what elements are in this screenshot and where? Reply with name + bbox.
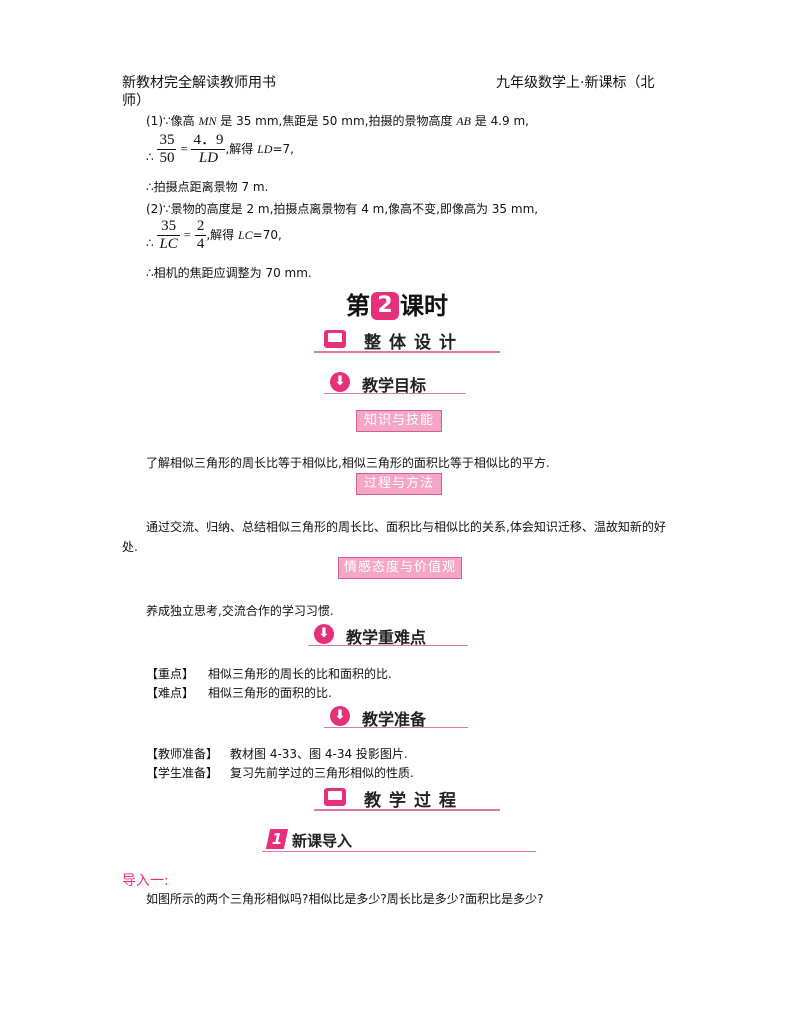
solution-line-3: ∴拍摄点距离景物 7 m. <box>146 180 269 194</box>
monitor-icon <box>324 330 346 348</box>
monitor-icon <box>324 788 346 806</box>
intro-text: 如图所示的两个三角形相似吗?相似比是多少?周长比是多少?面积比是多少? <box>146 892 544 906</box>
prep-student-row: 【学生准备】复习先前学过的三角形相似的性质. <box>146 766 414 780</box>
goal-knowledge-text: 了解相似三角形的周长比等于相似比,相似三角形的面积比等于相似比的平方. <box>146 456 550 470</box>
sub-underline <box>324 393 466 394</box>
section-underline <box>314 351 500 353</box>
tag-knowledge: 知识与技能 <box>356 410 442 432</box>
section-overall-title: 整体设计 <box>364 333 464 353</box>
tag-emotion: 情感态度与价值观 <box>338 557 462 579</box>
goal-method-text-1: 通过交流、归纳、总结相似三角形的周长比、面积比与相似比的关系,体会知识迁移、温故… <box>146 520 666 534</box>
step-number-badge: 1 <box>265 829 289 849</box>
section-key-title: 教学重难点 <box>346 628 427 647</box>
down-arrow-icon: ⬇ <box>314 624 334 644</box>
lesson-number-badge: 2 <box>371 292 399 320</box>
down-arrow-icon: ⬇ <box>330 372 350 392</box>
tag-method: 过程与方法 <box>356 473 442 495</box>
section-goals-title: 教学目标 <box>362 376 427 395</box>
step-underline <box>262 851 536 852</box>
sub-underline <box>308 645 468 646</box>
intro-label: 导入一: <box>122 873 169 889</box>
key-difficulty-row: 【难点】相似三角形的面积的比. <box>146 686 332 700</box>
solution-line-4: (2)∵景物的高度是 2 m,拍摄点离景物有 4 m,像高不变,即像高为 35 … <box>146 202 539 216</box>
section-underline <box>314 809 500 811</box>
goal-method-text-2: 处. <box>122 540 138 554</box>
sub-underline <box>324 727 468 728</box>
goal-emotion-text: 养成独立思考,交流合作的学习习惯. <box>146 604 334 618</box>
section-prep-title: 教学准备 <box>362 710 427 729</box>
down-arrow-icon: ⬇ <box>330 706 350 726</box>
header-left-cont: 师） <box>122 93 150 109</box>
section-process-title: 教学过程 <box>364 791 464 811</box>
key-focus-row: 【重点】相似三角形的周长的比和面积的比. <box>146 667 392 681</box>
header-left: 新教材完全解读教师用书 <box>122 75 276 91</box>
prep-teacher-row: 【教师准备】教材图 4-33、图 4-34 投影图片. <box>146 747 408 761</box>
step-title: 新课导入 <box>292 832 353 850</box>
header-right: 九年级数学上·新课标（北 <box>496 75 655 91</box>
solution-line-1: (1)∵像高 MN 是 35 mm,焦距是 50 mm,拍摄的景物高度 AB 是… <box>146 114 529 128</box>
solution-line-6: ∴相机的焦距应调整为 70 mm. <box>146 266 312 280</box>
